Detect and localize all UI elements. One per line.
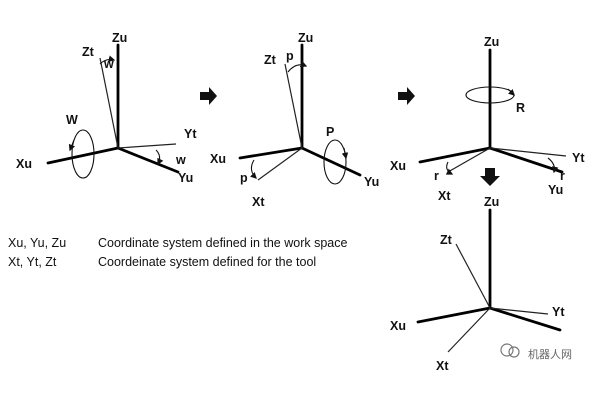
zt-axis <box>99 57 119 149</box>
label-yt-4: Yt <box>552 305 565 319</box>
label-yu: Yu <box>178 171 193 185</box>
label-zu-2: Zu <box>298 31 313 45</box>
yu-axis-3 <box>488 146 564 174</box>
frame-2: Zu Zt p P Xu p Xt Yu <box>210 31 379 209</box>
xt-axis-3 <box>447 147 491 173</box>
frame-4: Zu Zt Yt Xu Xt <box>390 195 565 373</box>
label-yu-2: Yu <box>364 175 379 189</box>
xt-axis-4 <box>447 307 491 353</box>
yu-axis-2 <box>300 146 362 177</box>
watermark-logo-icon <box>500 343 520 358</box>
label-w-lower-2: w <box>175 153 186 167</box>
label-P-upper: P <box>326 125 334 139</box>
xu-axis-3 <box>418 146 492 164</box>
label-xu-3: Xu <box>390 159 406 173</box>
label-xt-3: Xt <box>438 189 451 203</box>
step-arrow-1 <box>200 87 217 105</box>
label-zu: Zu <box>112 31 127 45</box>
legend-key-1: Xu, Yu, Zu <box>8 236 67 250</box>
rotation-r-yt-arrow <box>547 157 559 174</box>
label-yt: Yt <box>184 127 197 141</box>
rotation-P-ellipse <box>323 139 347 185</box>
rotation-W-arrowhead <box>68 139 76 152</box>
rotation-R-arrowhead <box>507 88 515 96</box>
label-R-upper: R <box>516 101 525 115</box>
zt-axis-2 <box>284 63 303 149</box>
legend-row-1: Xu, Yu, Zu Coordinate system defined in t… <box>8 236 347 250</box>
label-w-lower: w <box>103 57 114 71</box>
label-xu-2: Xu <box>210 152 226 166</box>
label-r-lower: r <box>434 169 439 183</box>
xu-axis <box>46 146 120 165</box>
label-r-lower-2: r <box>560 169 565 183</box>
label-zu-3: Zu <box>484 35 499 49</box>
zt-axis-4 <box>455 243 491 309</box>
label-zt: Zt <box>82 45 95 59</box>
legend-text-2: Coordeinate system defined for the tool <box>98 255 317 269</box>
step-arrow-down <box>480 168 500 186</box>
label-zt-4: Zt <box>440 233 453 247</box>
label-p-lower-2: p <box>240 171 248 185</box>
xu-axis-2 <box>238 146 304 160</box>
rotation-r-xt-arrow <box>445 161 454 175</box>
label-yt-3: Yt <box>572 151 585 165</box>
yu-axis <box>116 146 180 174</box>
label-yu-3: Yu <box>548 183 563 197</box>
rotation-w-yt-arrow <box>155 149 164 166</box>
label-zt-2: Zt <box>264 53 277 67</box>
yu-axis-4 <box>488 306 562 332</box>
label-p-lower: p <box>286 49 294 63</box>
yt-axis-4 <box>489 307 549 315</box>
label-zu-4: Zu <box>484 195 499 209</box>
legend-key-2: Xt, Yt, Zt <box>8 255 57 269</box>
rotation-w-arrow <box>99 55 116 65</box>
label-xu: Xu <box>16 157 32 171</box>
xt-axis-2 <box>257 147 303 181</box>
yt-axis <box>117 143 177 149</box>
rotation-p-arrow <box>287 60 308 73</box>
xu-axis-4 <box>416 306 492 324</box>
yt-axis-3 <box>489 147 567 157</box>
frame-1: Zu Zt w W Xu Yt w Yu <box>16 31 197 185</box>
watermark-text: 机器人网 <box>528 349 572 361</box>
rotation-W-ellipse <box>71 129 95 179</box>
step-arrow-2 <box>398 87 415 105</box>
label-xt-4: Xt <box>436 359 449 373</box>
label-W-upper: W <box>66 113 78 127</box>
legend-row-2: Xt, Yt, Zt Coordeinate system defined for… <box>8 255 316 269</box>
frame-3: Zu R Xu r Xt Yt r Yu <box>390 35 585 203</box>
label-xt-2: Xt <box>252 195 265 209</box>
rotation-p-xt-arrow <box>249 159 257 179</box>
rotation-P-arrowhead <box>341 147 349 160</box>
legend-text-1: Coordinate system defined in the work sp… <box>98 236 348 250</box>
label-xu-4: Xu <box>390 319 406 333</box>
